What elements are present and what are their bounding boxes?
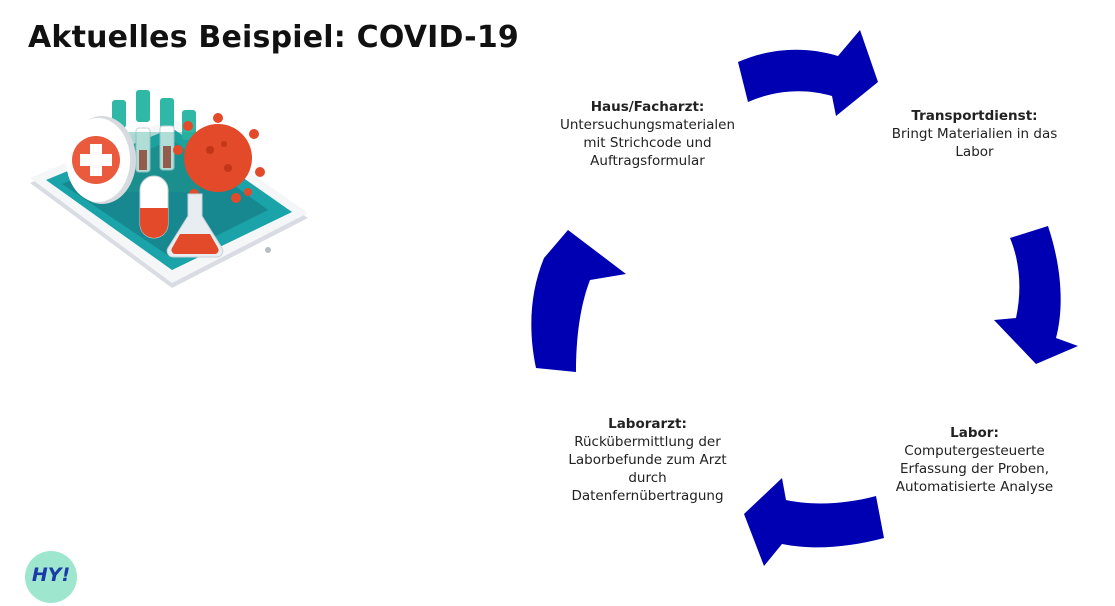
node-haus-facharzt: Haus/Facharzt: Untersuchungsmaterialen m… (545, 98, 750, 170)
node-text-line: Labor (955, 144, 994, 160)
node-text-line: Untersuchungsmaterialen (559, 117, 736, 133)
arrow-labor-to-laborarzt (744, 478, 884, 566)
node-text-line: Auftragsformular (590, 153, 705, 169)
arrow-transport-to-labor (994, 226, 1078, 364)
arrow-arztpraxis-to-transport (738, 30, 878, 116)
node-title: Laborarzt: (608, 416, 687, 432)
node-text-line: Erfassung der Proben, (899, 461, 1049, 477)
node-title: Haus/Facharzt: (590, 99, 705, 115)
node-text-line: Automatisierte Analyse (895, 479, 1054, 495)
node-text-line: Datenfernübertragung (571, 488, 724, 504)
covid-lab-smartphone-illustration (30, 90, 308, 288)
node-text-line: mit Strichcode und (583, 135, 712, 151)
node-text-line: Laborbefunde zum Arzt (568, 452, 727, 468)
arrow-laborarzt-to-arztpraxis (531, 230, 626, 372)
node-text-line: Rückübermittlung der (574, 434, 721, 450)
flask-icon (166, 193, 224, 258)
logo-text: HY! (31, 564, 71, 586)
cycle-arrows (531, 30, 1078, 566)
slide-title: Aktuelles Beispiel: COVID-19 (28, 20, 519, 55)
virus-icon (173, 113, 265, 203)
node-transportdienst: Transportdienst: Bringt Materialien in d… (872, 107, 1077, 161)
node-text-line: durch (628, 470, 667, 486)
hy-logo: HY! (25, 551, 77, 603)
node-title: Labor: (950, 425, 999, 441)
medical-cross-icon (66, 116, 136, 204)
node-laborarzt: Laborarzt: Rückübermittlung der Laborbef… (545, 415, 750, 505)
capsule-icon (139, 175, 169, 239)
node-text-line: Computergesteuerte (904, 443, 1045, 459)
node-title: Transportdienst: (911, 108, 1038, 124)
node-labor: Labor: Computergesteuerte Erfassung der … (872, 424, 1077, 496)
node-text-line: Bringt Materialien in das (891, 126, 1058, 142)
